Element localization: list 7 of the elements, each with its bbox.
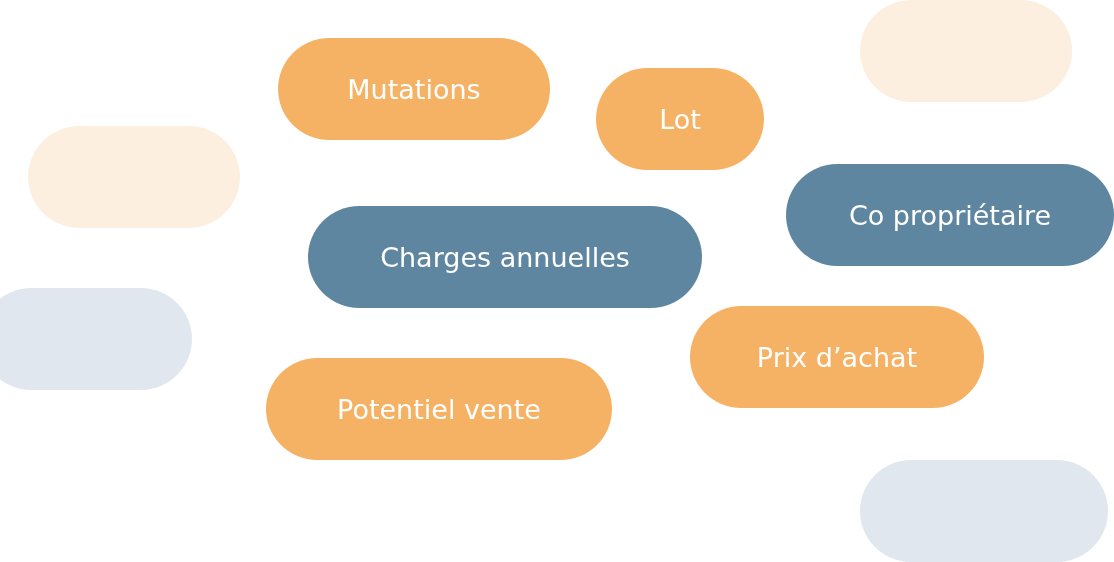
keyword-tag: Lot — [596, 68, 764, 170]
keyword-tag: Mutations — [278, 38, 550, 140]
keyword-tag: Prix d’achat — [690, 306, 984, 408]
keyword-tag: Co propriétaire — [786, 164, 1114, 266]
keyword-tag: Potentiel vente — [266, 358, 612, 460]
decorative-pill — [0, 288, 192, 390]
keyword-tag: Charges annuelles — [308, 206, 702, 308]
